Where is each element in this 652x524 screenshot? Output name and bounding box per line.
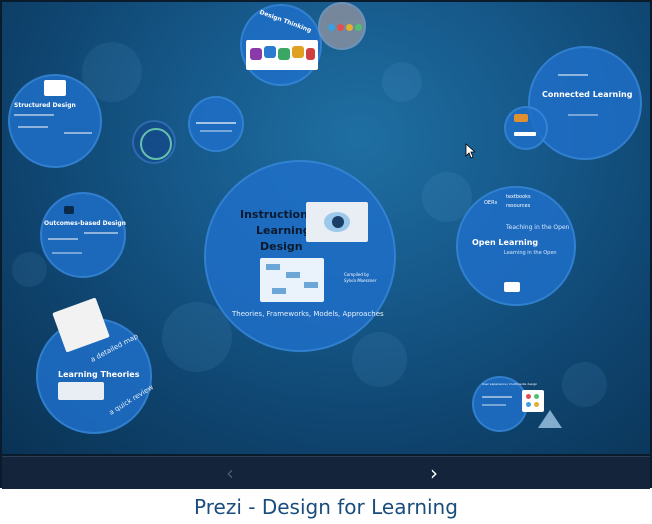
design-thinking-circle[interactable]: Design Thinking [240,4,322,86]
mouse-cursor-icon [465,143,475,159]
bokeh-light [562,362,607,407]
ux-thumbnail [522,390,544,412]
prezi-navbar: ‹ › [2,456,650,489]
bokeh-light [352,332,407,387]
bokeh-light [382,62,422,102]
open-learning-label: Open Learning [472,238,539,247]
main-topic-circle[interactable]: Instructional/ Learning Design Compiled … [204,160,396,352]
prezi-viewer: Design Thinking Structured Design [0,0,652,489]
open-thumbnail [504,282,520,292]
textbooks-label: textbooks [506,194,531,200]
main-subtitle: Theories, Frameworks, Models, Approaches [232,310,384,318]
bokeh-light [12,252,47,287]
bokeh-light [162,302,232,372]
design-thinking-label: Design Thinking [258,8,313,35]
learning-theories-circle[interactable]: a detailed map Learning Theories a quick… [36,297,155,434]
outcomes-based-label: Outcomes-based Design [44,220,126,227]
outcomes-based-circle[interactable]: Outcomes-based Design [40,192,126,278]
learning-open-label: Learning in the Open [504,250,557,256]
credit-line-2: Sylvia Moessner [344,278,377,283]
addie-circle[interactable] [132,120,176,164]
ux-design-circle[interactable]: User experience / multimedia design [472,376,537,432]
quick-review-label: a quick review [107,383,155,417]
resources-label: resources [506,203,531,209]
bokeh-light [422,172,472,222]
eye-image [306,202,368,242]
video-icon [64,206,74,214]
title-line-1: Instructional/ [240,208,324,221]
oers-label: OERs [484,200,498,206]
prev-button[interactable]: ‹ [218,461,242,485]
teaching-open-label: Teaching in the Open [506,224,570,231]
connected-learning-label: Connected Learning [542,90,633,99]
flowchart-image [260,258,324,302]
open-learning-circle[interactable]: OERs textbooks resources Teaching in the… [456,186,576,306]
chevron-left-icon: ‹ [226,461,234,485]
structured-design-thumbnail [44,80,66,96]
design-thinking-diagram [246,40,318,70]
chevron-right-icon: › [430,461,438,485]
ux-design-label: User experience / multimedia design [482,382,538,386]
structured-design-label: Structured Design [14,102,76,109]
prezi-canvas[interactable]: Design Thinking Structured Design [2,2,650,454]
title-line-2: Learning [256,224,311,237]
title-line-3: Design [260,240,303,253]
learning-theories-label: Learning Theories [58,370,140,379]
systematic-design-circle[interactable] [188,96,244,152]
structured-design-circle[interactable]: Structured Design [8,74,102,168]
next-button[interactable]: › [422,461,446,485]
triangle-icon [538,410,562,428]
theories-thumbnail [58,382,104,400]
connected-learning-circle[interactable]: Connected Learning [528,46,642,160]
caption: Prezi - Design for Learning [194,495,458,519]
dt-thumbnail-circle[interactable] [318,2,366,50]
concept-map-thumbnail [52,297,110,353]
connected-sub-circle[interactable] [504,106,548,150]
credit-line-1: Compiled by [344,272,370,277]
